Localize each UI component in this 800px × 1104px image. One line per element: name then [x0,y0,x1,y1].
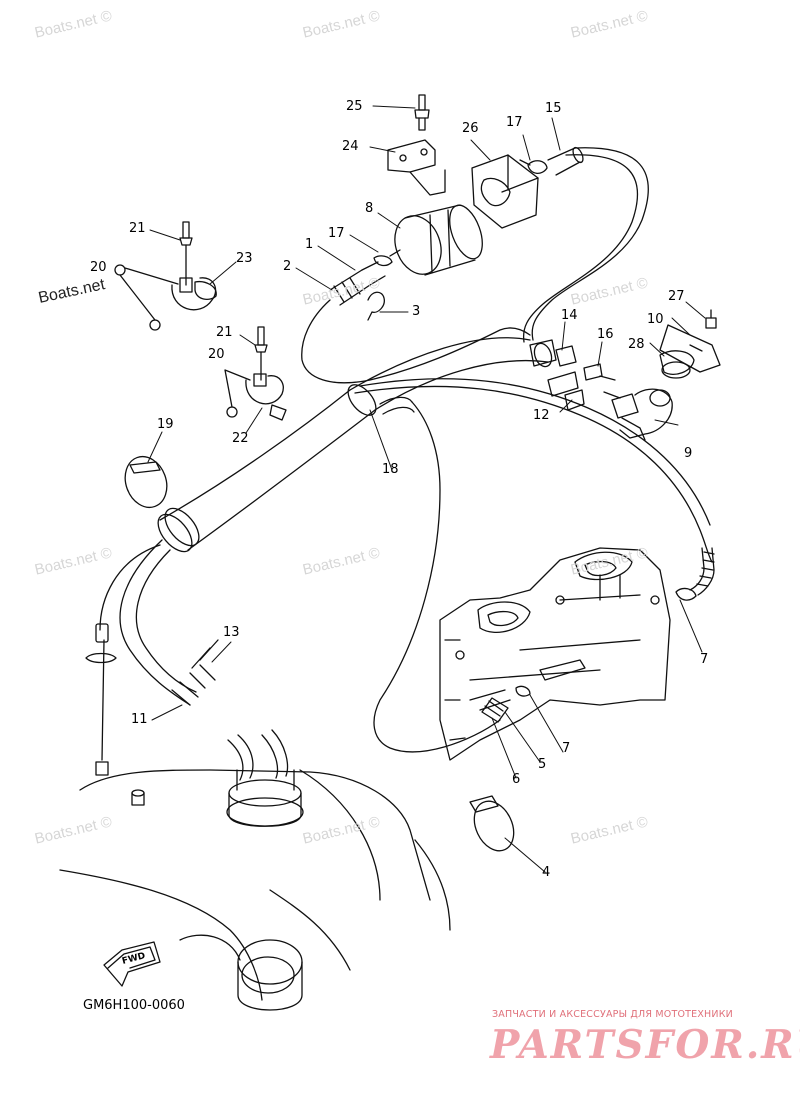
callout-17-top: 17 [506,115,523,130]
callout-20-lower: 20 [208,347,225,362]
callout-11: 11 [131,712,148,727]
hose-6 [481,685,531,723]
hose-2 [329,261,386,306]
callout-26: 26 [462,121,479,136]
callout-27: 27 [668,289,685,304]
bolt-25 [414,94,430,131]
leader-lines [147,105,706,873]
callout-7-right: 7 [700,652,709,667]
holder-26 [471,154,539,229]
callout-20-upper: 20 [90,260,107,275]
callout-16: 16 [597,327,614,342]
callout-8: 8 [365,201,374,216]
callout-25: 25 [346,99,363,114]
callout-4: 4 [542,865,551,880]
diagram-code: GM6H100-0060 [83,998,185,1013]
callout-9: 9 [684,446,693,461]
callout-6: 6 [512,772,521,787]
hose-18 [157,337,549,753]
bracket-24 [387,139,446,196]
fittings-right [529,309,721,441]
callout-10: 10 [647,312,664,327]
engine-block [439,547,671,761]
fwd-arrow-icon [103,941,161,987]
callout-18: 18 [382,462,399,477]
hose-15 [547,146,584,176]
clip-3 [367,291,385,321]
callout-28: 28 [628,337,645,352]
callout-3: 3 [412,304,421,319]
clamp-group-upper [114,221,217,331]
brand-logo: PARTSFOR.RU [490,1022,800,1068]
clamp-19 [124,455,168,509]
callout-21-upper: 21 [129,221,146,236]
clamp-17-top [519,159,548,174]
callout-13: 13 [223,625,240,640]
callout-15: 15 [545,101,562,116]
lower-hoses [85,539,289,781]
callout-24: 24 [342,139,359,154]
callout-23: 23 [236,251,253,266]
clamp-group-lower [224,326,287,421]
fuel-filter-8 [373,204,483,276]
fuel-tank [59,769,451,1011]
callout-21-lower: 21 [216,325,233,340]
callout-22: 22 [232,431,249,446]
callout-2: 2 [283,259,292,274]
hose-2-line [301,299,531,384]
callout-12: 12 [533,408,550,423]
callout-19: 19 [157,417,174,432]
brand-tagline: ЗАПЧАСТИ И АКСЕССУАРЫ ДЛЯ МОТОТЕХНИКИ [492,1009,733,1020]
hose-15-line [522,147,649,343]
callout-1: 1 [305,237,314,252]
callout-7-lower: 7 [562,741,571,756]
hose-7-right [675,547,715,601]
callout-14: 14 [561,308,578,323]
callout-5: 5 [538,757,547,772]
clamp-4 [469,795,515,852]
callout-17-mid: 17 [328,226,345,241]
